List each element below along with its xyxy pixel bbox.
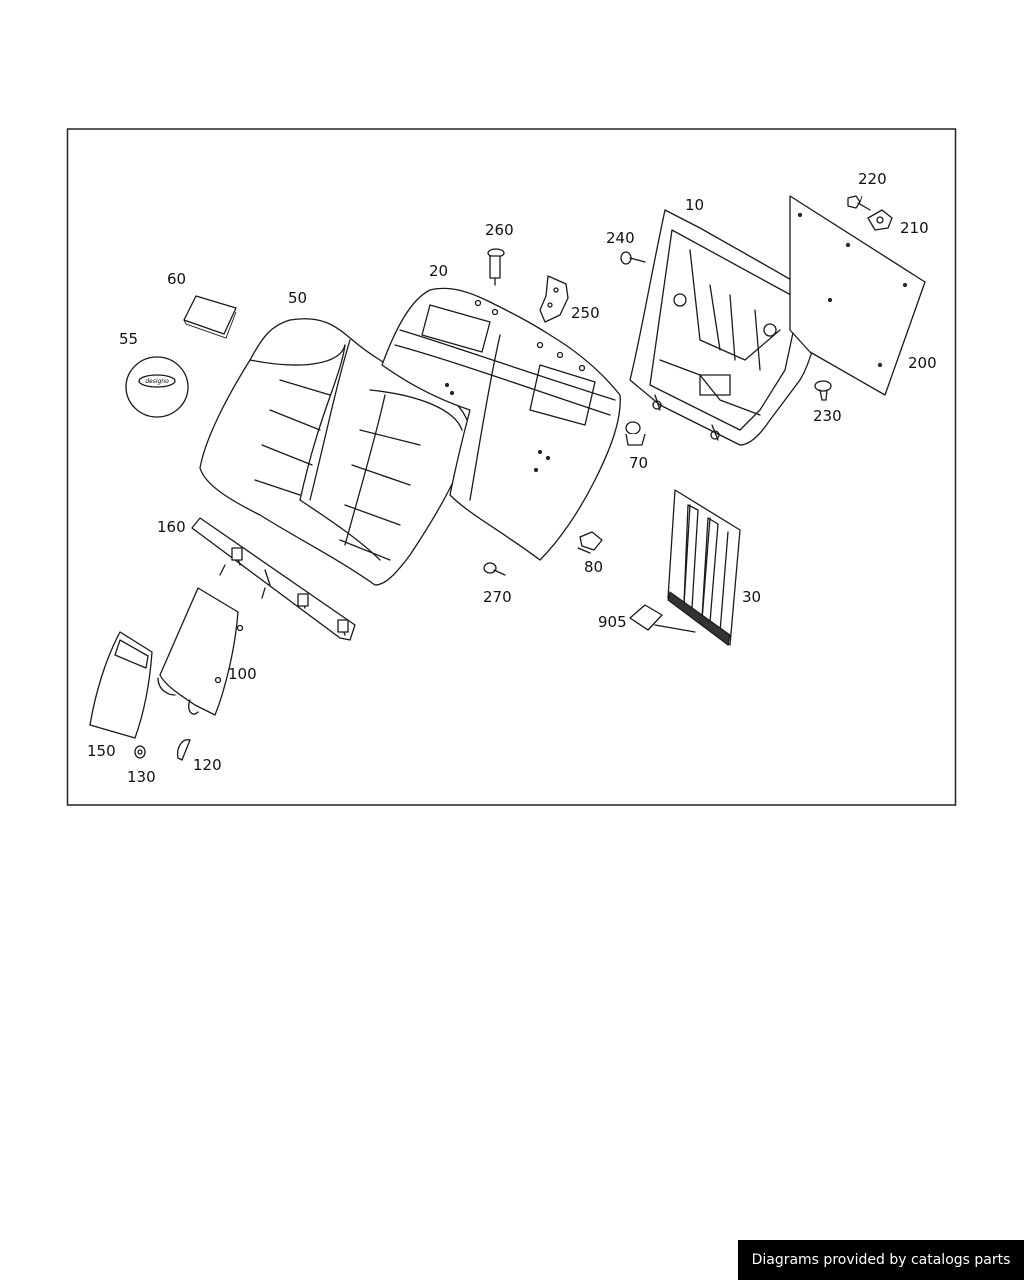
callout-70[interactable]: 70 (629, 454, 648, 472)
part-120-hook[interactable] (176, 739, 191, 761)
part-55-badge[interactable]: designo (125, 356, 189, 418)
callout-80[interactable]: 80 (584, 558, 603, 576)
callout-50[interactable]: 50 (288, 289, 307, 307)
part-200-panel[interactable] (789, 195, 926, 396)
callout-210[interactable]: 210 (900, 219, 929, 237)
part-30-mat[interactable] (667, 489, 741, 646)
part-130-washer[interactable] (134, 745, 146, 759)
callout-150[interactable]: 150 (87, 742, 116, 760)
credit-banner: Diagrams provided by catalogs parts (738, 1240, 1024, 1280)
part-905-connector[interactable] (629, 604, 696, 633)
part-250-bracket[interactable] (539, 275, 569, 323)
part-220-bolt[interactable] (847, 195, 871, 211)
callout-160[interactable]: 160 (157, 518, 186, 536)
part-50-cover[interactable] (199, 318, 471, 586)
callout-10[interactable]: 10 (685, 196, 704, 214)
callout-200[interactable]: 200 (908, 354, 937, 372)
callout-55[interactable]: 55 (119, 330, 138, 348)
callout-labels: 10 20 30 50 55 60 70 80 100 120 130 150 … (87, 170, 937, 786)
part-160-bar[interactable] (191, 517, 356, 641)
callout-130[interactable]: 130 (127, 768, 156, 786)
callout-220[interactable]: 220 (858, 170, 887, 188)
part-20-foam[interactable] (381, 287, 621, 561)
part-80-bracket[interactable] (577, 531, 603, 554)
part-260-fastener[interactable] (487, 248, 505, 286)
part-150-armrest[interactable] (89, 631, 153, 739)
callout-120[interactable]: 120 (193, 756, 222, 774)
callout-60[interactable]: 60 (167, 270, 186, 288)
callout-30[interactable]: 30 (742, 588, 761, 606)
callout-270[interactable]: 270 (483, 588, 512, 606)
callout-20[interactable]: 20 (429, 262, 448, 280)
credit-text: Diagrams provided by catalogs parts (751, 1252, 1011, 1268)
callout-240[interactable]: 240 (606, 229, 635, 247)
part-270-screw[interactable] (483, 562, 506, 576)
callout-100[interactable]: 100 (228, 665, 257, 683)
callout-260[interactable]: 260 (485, 221, 514, 239)
part-230-clip[interactable] (814, 380, 832, 401)
part-100-armrest-cover[interactable] (157, 587, 244, 716)
badge-text: designo (145, 378, 169, 385)
part-60-pad[interactable] (183, 295, 237, 339)
callout-905[interactable]: 905 (598, 613, 627, 631)
callout-250[interactable]: 250 (571, 304, 600, 322)
part-240-screw[interactable] (620, 251, 646, 265)
diagram-frame (66, 128, 957, 806)
callout-230[interactable]: 230 (813, 407, 842, 425)
leader-lines (859, 195, 863, 203)
part-210-bracket[interactable] (867, 209, 893, 231)
part-70-clip[interactable] (625, 421, 646, 446)
